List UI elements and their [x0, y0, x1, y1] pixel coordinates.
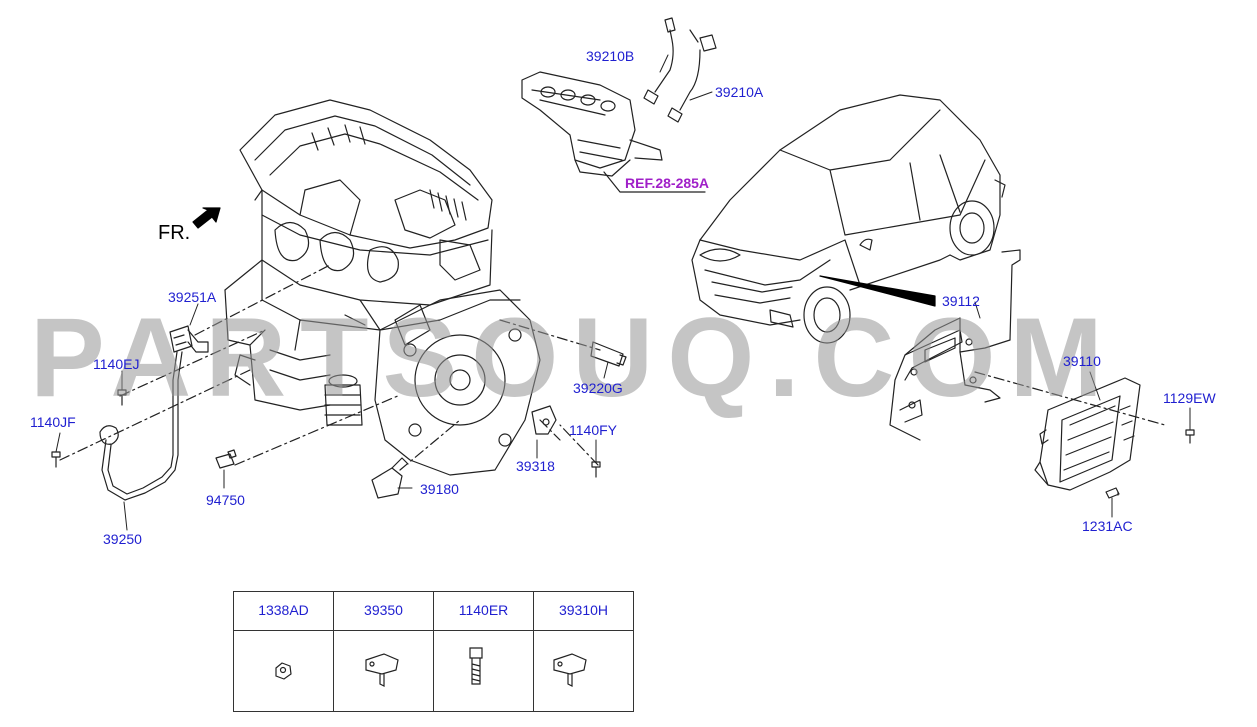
exhaust-manifold-drawing — [521, 17, 717, 193]
bolt-1140fy-drawing — [591, 461, 601, 478]
callout-39251a[interactable]: 39251A — [168, 289, 217, 305]
parts-table-image-row — [233, 630, 634, 712]
callout-1129ew[interactable]: 1129EW — [1163, 390, 1216, 406]
parts-table-header-cell: 39310H — [533, 591, 634, 631]
leader-lines — [55, 54, 1191, 531]
bolt-1140ej-drawing — [117, 389, 127, 406]
callout-39110[interactable]: 39110 — [1063, 353, 1101, 369]
ecu-bracket-drawing — [889, 249, 1166, 441]
callout-1140ej[interactable]: 1140EJ — [93, 356, 140, 372]
parts-table-header-cell: 1140ER — [433, 591, 534, 631]
bolt-1231ac-drawing — [1105, 487, 1120, 499]
callout-1140jf[interactable]: 1140JF — [30, 414, 76, 430]
front-direction-arrow — [192, 207, 221, 229]
location-pointer — [819, 275, 936, 307]
engine-drawing — [59, 99, 601, 476]
parts-table-header-cell: 39350 — [333, 591, 434, 631]
callout-1231ac[interactable]: 1231AC — [1082, 518, 1133, 534]
parts-table-image-cell — [433, 630, 534, 712]
vehicle-drawing — [691, 94, 1006, 344]
callout-94750[interactable]: 94750 — [206, 492, 245, 508]
bolt-1140jf-drawing — [51, 451, 61, 468]
parts-table-label-1338ad[interactable]: 1338AD — [258, 602, 309, 618]
callout-39318[interactable]: 39318 — [516, 458, 555, 474]
sensor-39318-drawing — [531, 405, 557, 435]
bolt-1129ew-drawing — [1185, 429, 1195, 444]
front-indicator: FR. — [158, 222, 191, 244]
reference-link[interactable]: REF.28-285A — [625, 175, 710, 191]
callout-39210a[interactable]: 39210A — [715, 84, 764, 100]
callout-39220g[interactable]: 39220G — [573, 380, 623, 396]
parts-table-header-cell: 1338AD — [233, 591, 334, 631]
parts-table-image-cell — [333, 630, 434, 712]
parts-table-header-row: 1338AD 39350 1140ER 39310H — [233, 591, 634, 631]
callout-39112[interactable]: 39112 — [942, 293, 980, 309]
parts-table-label-1140er[interactable]: 1140ER — [458, 602, 509, 618]
parts-table: 1338AD 39350 1140ER 39310H — [233, 591, 634, 712]
ecu-module-drawing — [1034, 377, 1141, 491]
callout-39210b[interactable]: 39210B — [586, 48, 635, 64]
parts-table-label-39350[interactable]: 39350 — [364, 602, 403, 618]
callout-1140fy[interactable]: 1140FY — [569, 422, 617, 438]
parts-table-label-39310h[interactable]: 39310H — [558, 602, 609, 618]
callout-39180[interactable]: 39180 — [420, 481, 459, 497]
callout-39250[interactable]: 39250 — [103, 531, 142, 547]
parts-table-image-cell — [233, 630, 334, 712]
sensor-94750-drawing — [215, 449, 237, 469]
knock-sensor-harness-drawing — [99, 325, 209, 501]
cam-sensor-39180-drawing — [371, 457, 409, 499]
parts-table-image-cell — [533, 630, 634, 712]
sensor-39220g-drawing — [590, 341, 627, 367]
